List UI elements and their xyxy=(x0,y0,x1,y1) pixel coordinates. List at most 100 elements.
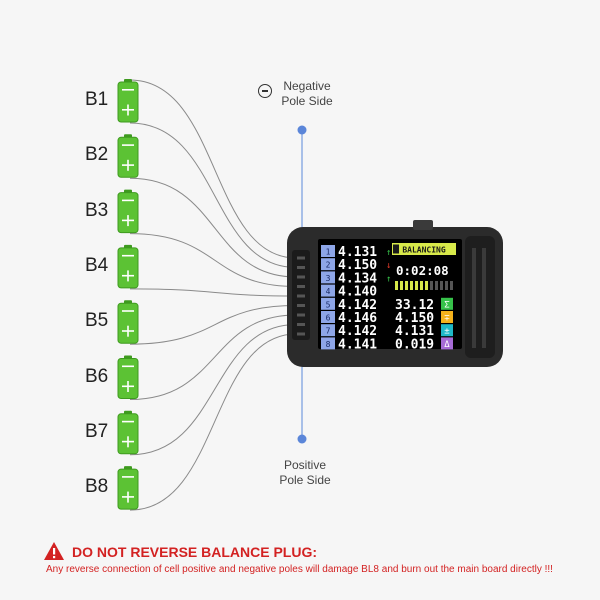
stat-icon-badge xyxy=(441,324,453,337)
minus-sign-icon xyxy=(122,365,134,368)
minus-sign-icon xyxy=(122,310,134,312)
stat-icon: Σ xyxy=(444,300,449,310)
connector-pin xyxy=(297,332,305,336)
balance-wire-6 xyxy=(129,314,297,400)
channel-badge xyxy=(321,324,335,337)
balance-wire-8 xyxy=(129,333,297,511)
cell-voltage: 4.146 xyxy=(338,311,377,326)
status-badge xyxy=(392,243,456,255)
connector-pin xyxy=(297,323,305,326)
level-bar-segment xyxy=(445,281,448,290)
trend-arrow-icon: ↑ xyxy=(386,248,391,258)
cell-label-b5: B5 xyxy=(85,310,109,332)
trend-arrow-icon: ↓ xyxy=(386,261,391,271)
battery-cell-b6 xyxy=(117,355,139,399)
cell-label-b2: B2 xyxy=(85,144,109,166)
device-side-port xyxy=(465,236,495,358)
connector-pin xyxy=(297,313,305,317)
cell-label-b8: B8 xyxy=(85,476,109,498)
minus-sign-icon xyxy=(122,476,134,478)
connector-pin xyxy=(297,294,305,298)
cell-voltage: 4.150 xyxy=(338,258,377,273)
trend-arrow-icon: ↑ xyxy=(386,274,391,284)
level-bar-segment xyxy=(430,281,433,290)
battery-cell-b4 xyxy=(117,244,139,289)
cell-label-b1: B1 xyxy=(85,89,109,110)
channel-number: 8 xyxy=(326,340,331,349)
cell-label-b6: B6 xyxy=(85,365,109,387)
stat-icon: ± xyxy=(444,327,450,337)
cell-voltage: 4.134 xyxy=(338,271,377,286)
balance-wire-0 xyxy=(129,79,297,259)
warning-icon xyxy=(44,542,64,560)
stat-icon-badge xyxy=(441,297,453,310)
cell-voltage: 4.141 xyxy=(338,337,377,352)
level-bar-segment xyxy=(415,281,418,290)
negative-pole-dot xyxy=(297,125,307,135)
connector-pin xyxy=(297,266,305,269)
negative-pole-icon xyxy=(258,84,272,98)
bl8-device: 1 4.131 ↑ 2 4.150 ↓ 3 4.134 ↑ 4 4.140 5 4.142 6 4.146 7… xyxy=(287,220,503,367)
device-screen xyxy=(318,239,462,349)
status-text: BALANCING xyxy=(402,246,446,255)
level-bar-segment xyxy=(405,281,408,290)
level-bar-segment xyxy=(440,281,443,290)
battery-cell-b1 xyxy=(117,79,139,123)
balance-wire-1 xyxy=(129,122,297,268)
stat-value: 4.131 xyxy=(395,324,434,339)
channel-badge xyxy=(321,311,335,323)
cell-voltage: 4.142 xyxy=(338,298,377,313)
channel-badge xyxy=(321,284,335,297)
minus-sign-icon xyxy=(122,144,134,146)
positive-pole-dot xyxy=(297,434,307,444)
level-bar-segment xyxy=(410,281,413,290)
connector-pin xyxy=(297,285,305,288)
channel-badge xyxy=(321,297,335,310)
stat-icon-badge xyxy=(441,337,453,350)
channel-number: 6 xyxy=(326,314,331,323)
channel-number: 5 xyxy=(326,300,331,309)
level-bar-segment xyxy=(450,281,453,290)
channel-badge xyxy=(321,337,335,350)
balance-wire-3 xyxy=(129,233,297,287)
connector-pin xyxy=(297,304,305,307)
stat-value: 4.150 xyxy=(395,311,434,326)
cell-voltage: 4.142 xyxy=(338,324,377,339)
stat-value: 0.019 xyxy=(395,337,434,352)
stat-value: 33.12 xyxy=(395,298,434,313)
level-bar-segment xyxy=(425,281,428,290)
channel-number: 3 xyxy=(326,274,331,283)
connector-pin xyxy=(297,256,305,260)
balance-wire-7 xyxy=(129,324,297,456)
level-bar-segment xyxy=(395,281,398,290)
battery-cell-b3 xyxy=(117,189,139,234)
minus-sign-icon xyxy=(122,199,134,202)
balance-wires xyxy=(129,79,297,511)
warning-title: DO NOT REVERSE BALANCE PLUG: xyxy=(72,544,318,560)
channel-number: 1 xyxy=(326,248,331,257)
battery-cell-b5 xyxy=(117,300,139,344)
balance-wire-5 xyxy=(129,305,297,345)
channel-number: 7 xyxy=(326,327,331,336)
minus-sign-icon xyxy=(122,254,134,257)
channel-badge xyxy=(321,271,335,284)
battery-stack xyxy=(117,79,139,510)
level-bar-segment xyxy=(400,281,403,290)
level-bar-segment xyxy=(420,281,423,290)
battery-cell-b8 xyxy=(117,466,139,510)
channel-badge xyxy=(321,245,335,257)
channel-number: 4 xyxy=(326,287,331,296)
channel-number: 2 xyxy=(326,261,331,270)
minus-sign-icon xyxy=(122,89,134,91)
battery-cell-b7 xyxy=(117,410,139,455)
balance-timer: 0:02:08 xyxy=(396,263,449,278)
cell-label-b4: B4 xyxy=(85,254,109,276)
cell-voltage: 4.140 xyxy=(338,285,377,300)
stat-icon-badge xyxy=(441,311,453,323)
level-bar-segment xyxy=(435,281,438,290)
cell-label-b7: B7 xyxy=(85,420,109,442)
stat-icon: Δ xyxy=(444,340,450,350)
